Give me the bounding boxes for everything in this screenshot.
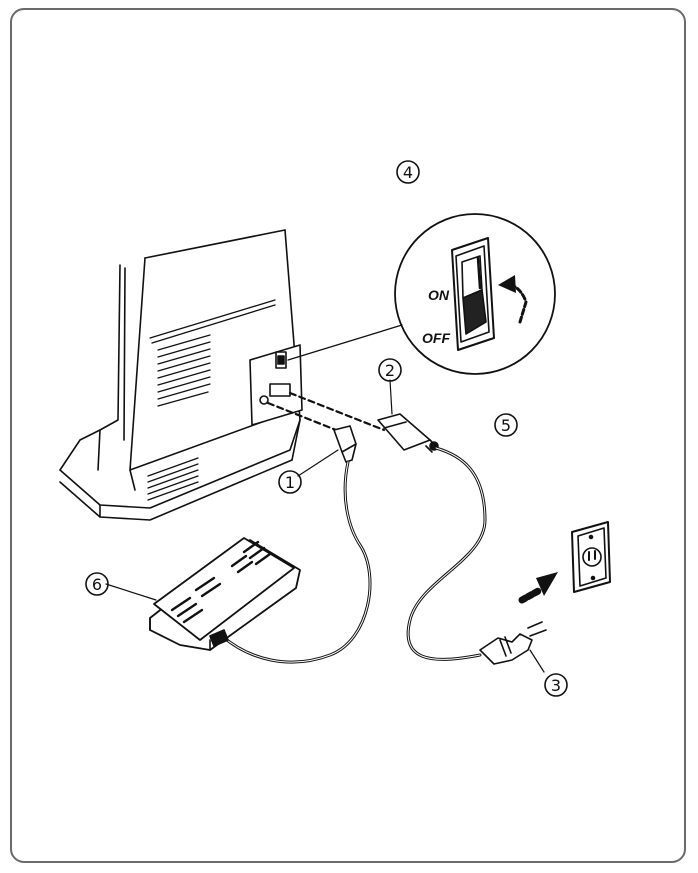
plug-in-arrow-icon <box>522 572 558 600</box>
callout-1: 1 <box>279 471 301 493</box>
svg-text:1: 1 <box>285 473 295 492</box>
callout-6: 6 <box>86 573 108 595</box>
switch-on-label: ON <box>428 287 450 303</box>
wall-plug <box>480 622 546 664</box>
svg-text:5: 5 <box>501 416 511 435</box>
foot-control <box>150 538 300 650</box>
switch-off-label: OFF <box>422 330 450 346</box>
callout-5: 5 <box>495 414 517 436</box>
sewing-machine <box>60 230 302 520</box>
foot-control-plug <box>334 426 356 462</box>
svg-text:6: 6 <box>92 575 102 594</box>
svg-text:4: 4 <box>403 163 413 182</box>
callout-2: 2 <box>379 359 401 381</box>
svg-text:2: 2 <box>385 361 395 380</box>
callout-4: 4 <box>397 161 419 183</box>
switch-zoom: ON OFF <box>288 214 555 374</box>
power-cord <box>408 448 485 659</box>
machine-plug <box>378 414 438 452</box>
callout-3: 3 <box>545 674 567 696</box>
svg-text:3: 3 <box>551 676 561 695</box>
wall-outlet <box>572 522 610 592</box>
